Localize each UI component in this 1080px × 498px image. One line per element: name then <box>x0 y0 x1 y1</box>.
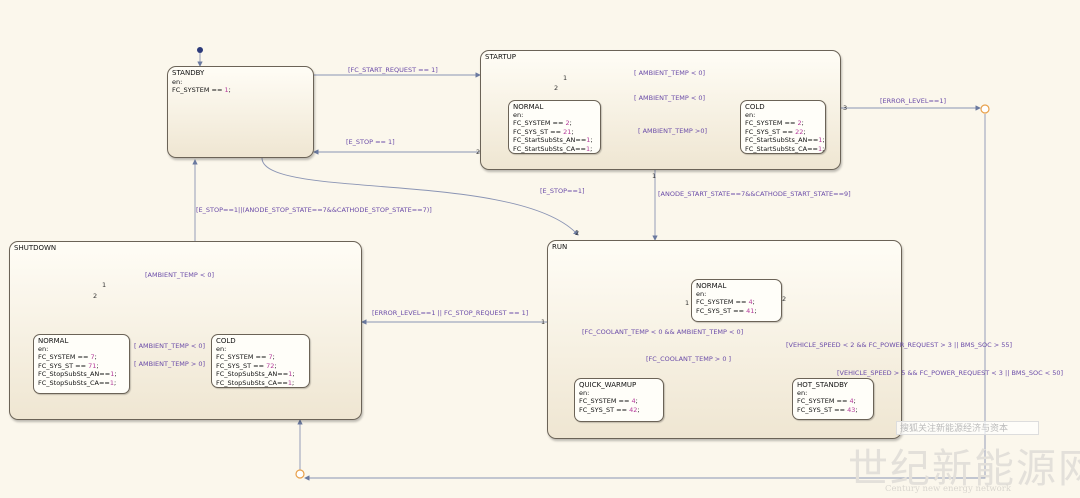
transition-estop-curve <box>261 157 579 236</box>
state-shutdown-cold-actions: en: FC_SYSTEM == 7; FC_SYS_ST == 72; FC_… <box>216 345 295 387</box>
label-shutdown-ambient-gt0[interactable]: [ AMBIENT_TEMP > 0] <box>134 360 206 368</box>
label-vehicle-speed-lt2[interactable]: [VEHICLE_SPEED < 2 && FC_POWER_REQUEST >… <box>786 341 1013 349</box>
state-shutdown-normal-name: NORMAL <box>38 337 69 345</box>
state-startup-normal[interactable]: NORMAL en: FC_SYSTEM == 2; FC_SYS_ST == … <box>508 100 601 154</box>
state-run-hot-standby-name: HOT_STANDBY <box>797 381 848 389</box>
state-run-quick-warmup-actions: en: FC_SYSTEM == 4; FC_SYS_ST == 42; <box>579 389 640 414</box>
state-startup-normal-actions: en: FC_SYSTEM == 2; FC_SYS_ST == 21; FC_… <box>513 111 593 153</box>
label-fc-start-request[interactable]: [FC_START_REQUEST == 1] <box>348 66 438 74</box>
state-standby-name: STANDBY <box>172 69 205 77</box>
state-run-hot-standby[interactable]: HOT_STANDBY en: FC_SYSTEM == 4; FC_SYS_S… <box>792 378 874 420</box>
label-startup-ambient-lt0-mid[interactable]: [ AMBIENT_TEMP < 0] <box>634 94 706 102</box>
watermark-logo-text: 世纪新能源网 <box>848 446 1080 492</box>
label-shutdown-ambient-lt0-top[interactable]: [AMBIENT_TEMP < 0] <box>145 271 215 279</box>
label-coolant-gt0[interactable]: [FC_COOLANT_TEMP > 0 ] <box>646 355 732 363</box>
state-run-hot-standby-actions: en: FC_SYSTEM == 4; FC_SYS_ST == 43; <box>797 389 858 414</box>
junction-error <box>980 104 990 114</box>
state-standby[interactable]: STANDBY en: FC_SYSTEM == 1; <box>167 66 314 158</box>
priority-standby-exit: 2 <box>476 148 481 156</box>
watermark-subtitle: Century new energy network <box>885 484 1012 494</box>
priority-startup-anode: 1 <box>652 172 657 180</box>
priority-startup-junction-1: 1 <box>563 74 568 82</box>
label-vehicle-speed-gt5[interactable]: [VEHICLE_SPEED > 5 && FC_POWER_REQUEST <… <box>837 369 1064 377</box>
label-run-to-shutdown[interactable]: [ERROR_LEVEL==1 || FC_STOP_REQUEST == 1] <box>372 309 529 317</box>
transition-error-down <box>304 114 986 481</box>
state-run-normal-name: NORMAL <box>696 282 727 290</box>
label-stop-to-standby[interactable]: [E_STOP==1||(ANODE_STOP_STATE==7&&CATHOD… <box>196 206 432 214</box>
priority-run-normal-2: 2 <box>782 295 787 303</box>
label-shutdown-ambient-lt0-mid[interactable]: [ AMBIENT_TEMP < 0] <box>134 342 206 350</box>
watermark-caption: 搜狐关注新能源经济与资本 <box>896 421 1039 435</box>
label-error-level[interactable]: [ERROR_LEVEL==1] <box>880 97 947 105</box>
state-startup-cold-actions: en: FC_SYSTEM == 2; FC_SYS_ST == 22; FC_… <box>745 111 825 153</box>
state-shutdown-cold-name: COLD <box>216 337 236 345</box>
priority-run-estop: 2 <box>575 229 580 237</box>
label-e-stop-run[interactable]: [E_STOP==1] <box>540 187 585 195</box>
state-startup-cold[interactable]: COLD en: FC_SYSTEM == 2; FC_SYS_ST == 22… <box>740 100 826 154</box>
label-e-stop-1[interactable]: [E_STOP == 1] <box>346 138 395 146</box>
state-shutdown-normal-actions: en: FC_SYSTEM == 7; FC_SYS_ST == 71; FC_… <box>38 345 117 387</box>
state-run-normal[interactable]: NORMAL en: FC_SYSTEM == 4; FC_SYS_ST == … <box>691 279 782 322</box>
state-startup-normal-name: NORMAL <box>513 103 544 111</box>
state-run-quick-warmup-name: QUICK_WARMUP <box>579 381 637 389</box>
state-run-name: RUN <box>552 243 568 251</box>
state-standby-actions: en: FC_SYSTEM == 1; <box>172 78 231 95</box>
priority-startup-error: 3 <box>843 104 848 112</box>
state-shutdown-name: SHUTDOWN <box>14 244 57 252</box>
label-startup-ambient-lt0-top[interactable]: [ AMBIENT_TEMP < 0] <box>634 69 706 77</box>
priority-run-error: 1 <box>541 318 546 326</box>
label-coolant-lt0[interactable]: [FC_COOLANT_TEMP < 0 && AMBIENT_TEMP < 0… <box>582 328 744 336</box>
junction-bottom <box>295 469 305 479</box>
priority-run-normal-1: 1 <box>685 299 690 307</box>
state-run-normal-actions: en: FC_SYSTEM == 4; FC_SYS_ST == 41; <box>696 290 757 315</box>
state-startup-name: STARTUP <box>485 53 516 61</box>
state-run-quick-warmup[interactable]: QUICK_WARMUP en: FC_SYSTEM == 4; FC_SYS_… <box>574 378 664 422</box>
default-dot-standby <box>197 47 203 53</box>
priority-shutdown-junction: 2 <box>93 292 98 300</box>
state-shutdown-cold[interactable]: COLD en: FC_SYSTEM == 7; FC_SYS_ST == 72… <box>211 334 310 388</box>
state-shutdown-normal[interactable]: NORMAL en: FC_SYSTEM == 7; FC_SYS_ST == … <box>33 334 130 394</box>
priority-shutdown-junction-1: 1 <box>102 281 107 289</box>
label-startup-ambient-gt0[interactable]: [ AMBIENT_TEMP >0] <box>638 127 708 135</box>
priority-startup-junction: 2 <box>554 84 559 92</box>
label-anode-start[interactable]: [ANODE_START_STATE==7&&CATHODE_START_STA… <box>658 190 851 198</box>
state-startup-cold-name: COLD <box>745 103 765 111</box>
